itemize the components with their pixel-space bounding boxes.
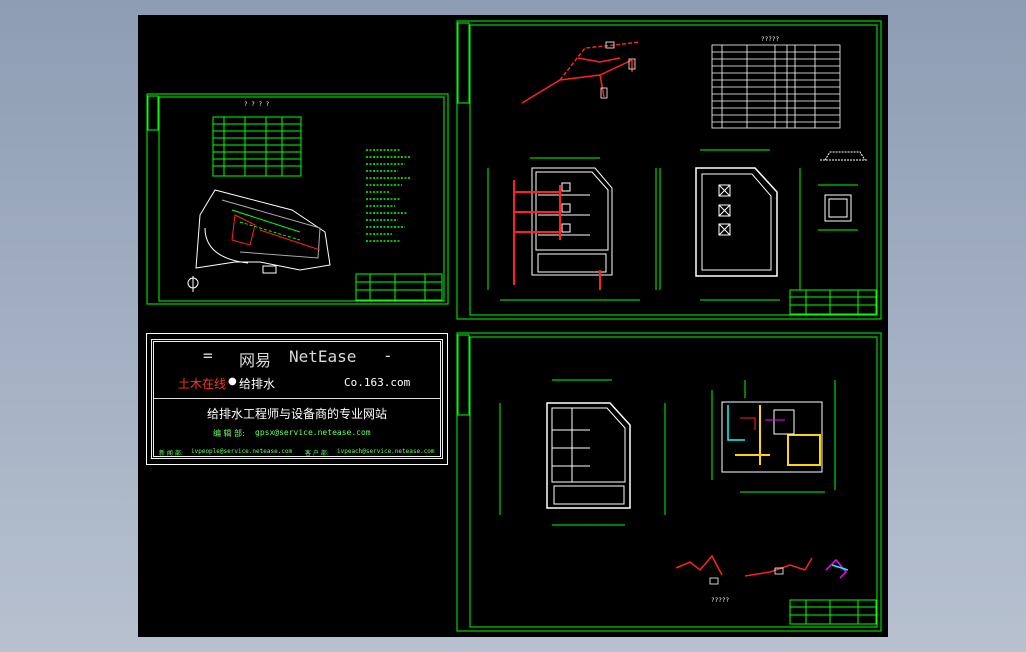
sheet-title-top-left: ? ? ? ? [244,101,270,108]
banner-border [151,339,443,459]
banner-title-right: - [383,346,393,365]
brand-red-text: 土木在线 [178,377,227,391]
slogan: 给排水工程师与设备商的专业网站 [207,407,388,421]
site-notes [366,149,410,242]
floor-plan-3 [499,379,666,526]
netease-banner[interactable]: = 网易 NetEase - 土木在线 ● 给排水 Co.163.com 给排水… [146,333,448,465]
contact1-email-link[interactable]: ivpeople@service.netease.com [191,448,293,455]
contact1-label: 新 闻 部: [159,450,183,457]
contact2-email-link[interactable]: ivpeach@service.netease.com [337,448,435,455]
brand-rest-text: 给排水 [239,377,276,391]
detail-drawings [818,151,868,231]
drawing-canvas[interactable] [138,15,888,637]
equipment-table [711,44,841,129]
floor-plan-1 [487,157,657,301]
domain-link[interactable]: Co.163.com [344,376,411,389]
sheet-title-top-right: ????? [761,36,780,43]
pipe-isometric-top [521,41,641,104]
brand-bullet-icon: ● [228,376,237,387]
sheet-bottom-right[interactable] [456,332,882,632]
banner-divider [154,398,440,399]
banner-title-cn: 网易 [239,351,272,370]
banner-title-left: = [203,346,213,365]
sheet-title-bottom-right: ????? [711,597,730,604]
floor-plan-2 [659,149,801,301]
site-plan [187,189,331,292]
floor-plan-4-colored [711,380,836,493]
sheet-top-left[interactable] [146,93,449,305]
sheet-top-right[interactable] [456,20,882,320]
editor-email-link[interactable]: gpsx@service.netease.com [255,428,371,437]
banner-title-en: NetEase [289,347,357,366]
contact2-label: 客 户 部: [305,450,329,457]
editor-label: 编 辑 部: [213,429,245,438]
pipe-isometric-bottom [675,554,849,585]
